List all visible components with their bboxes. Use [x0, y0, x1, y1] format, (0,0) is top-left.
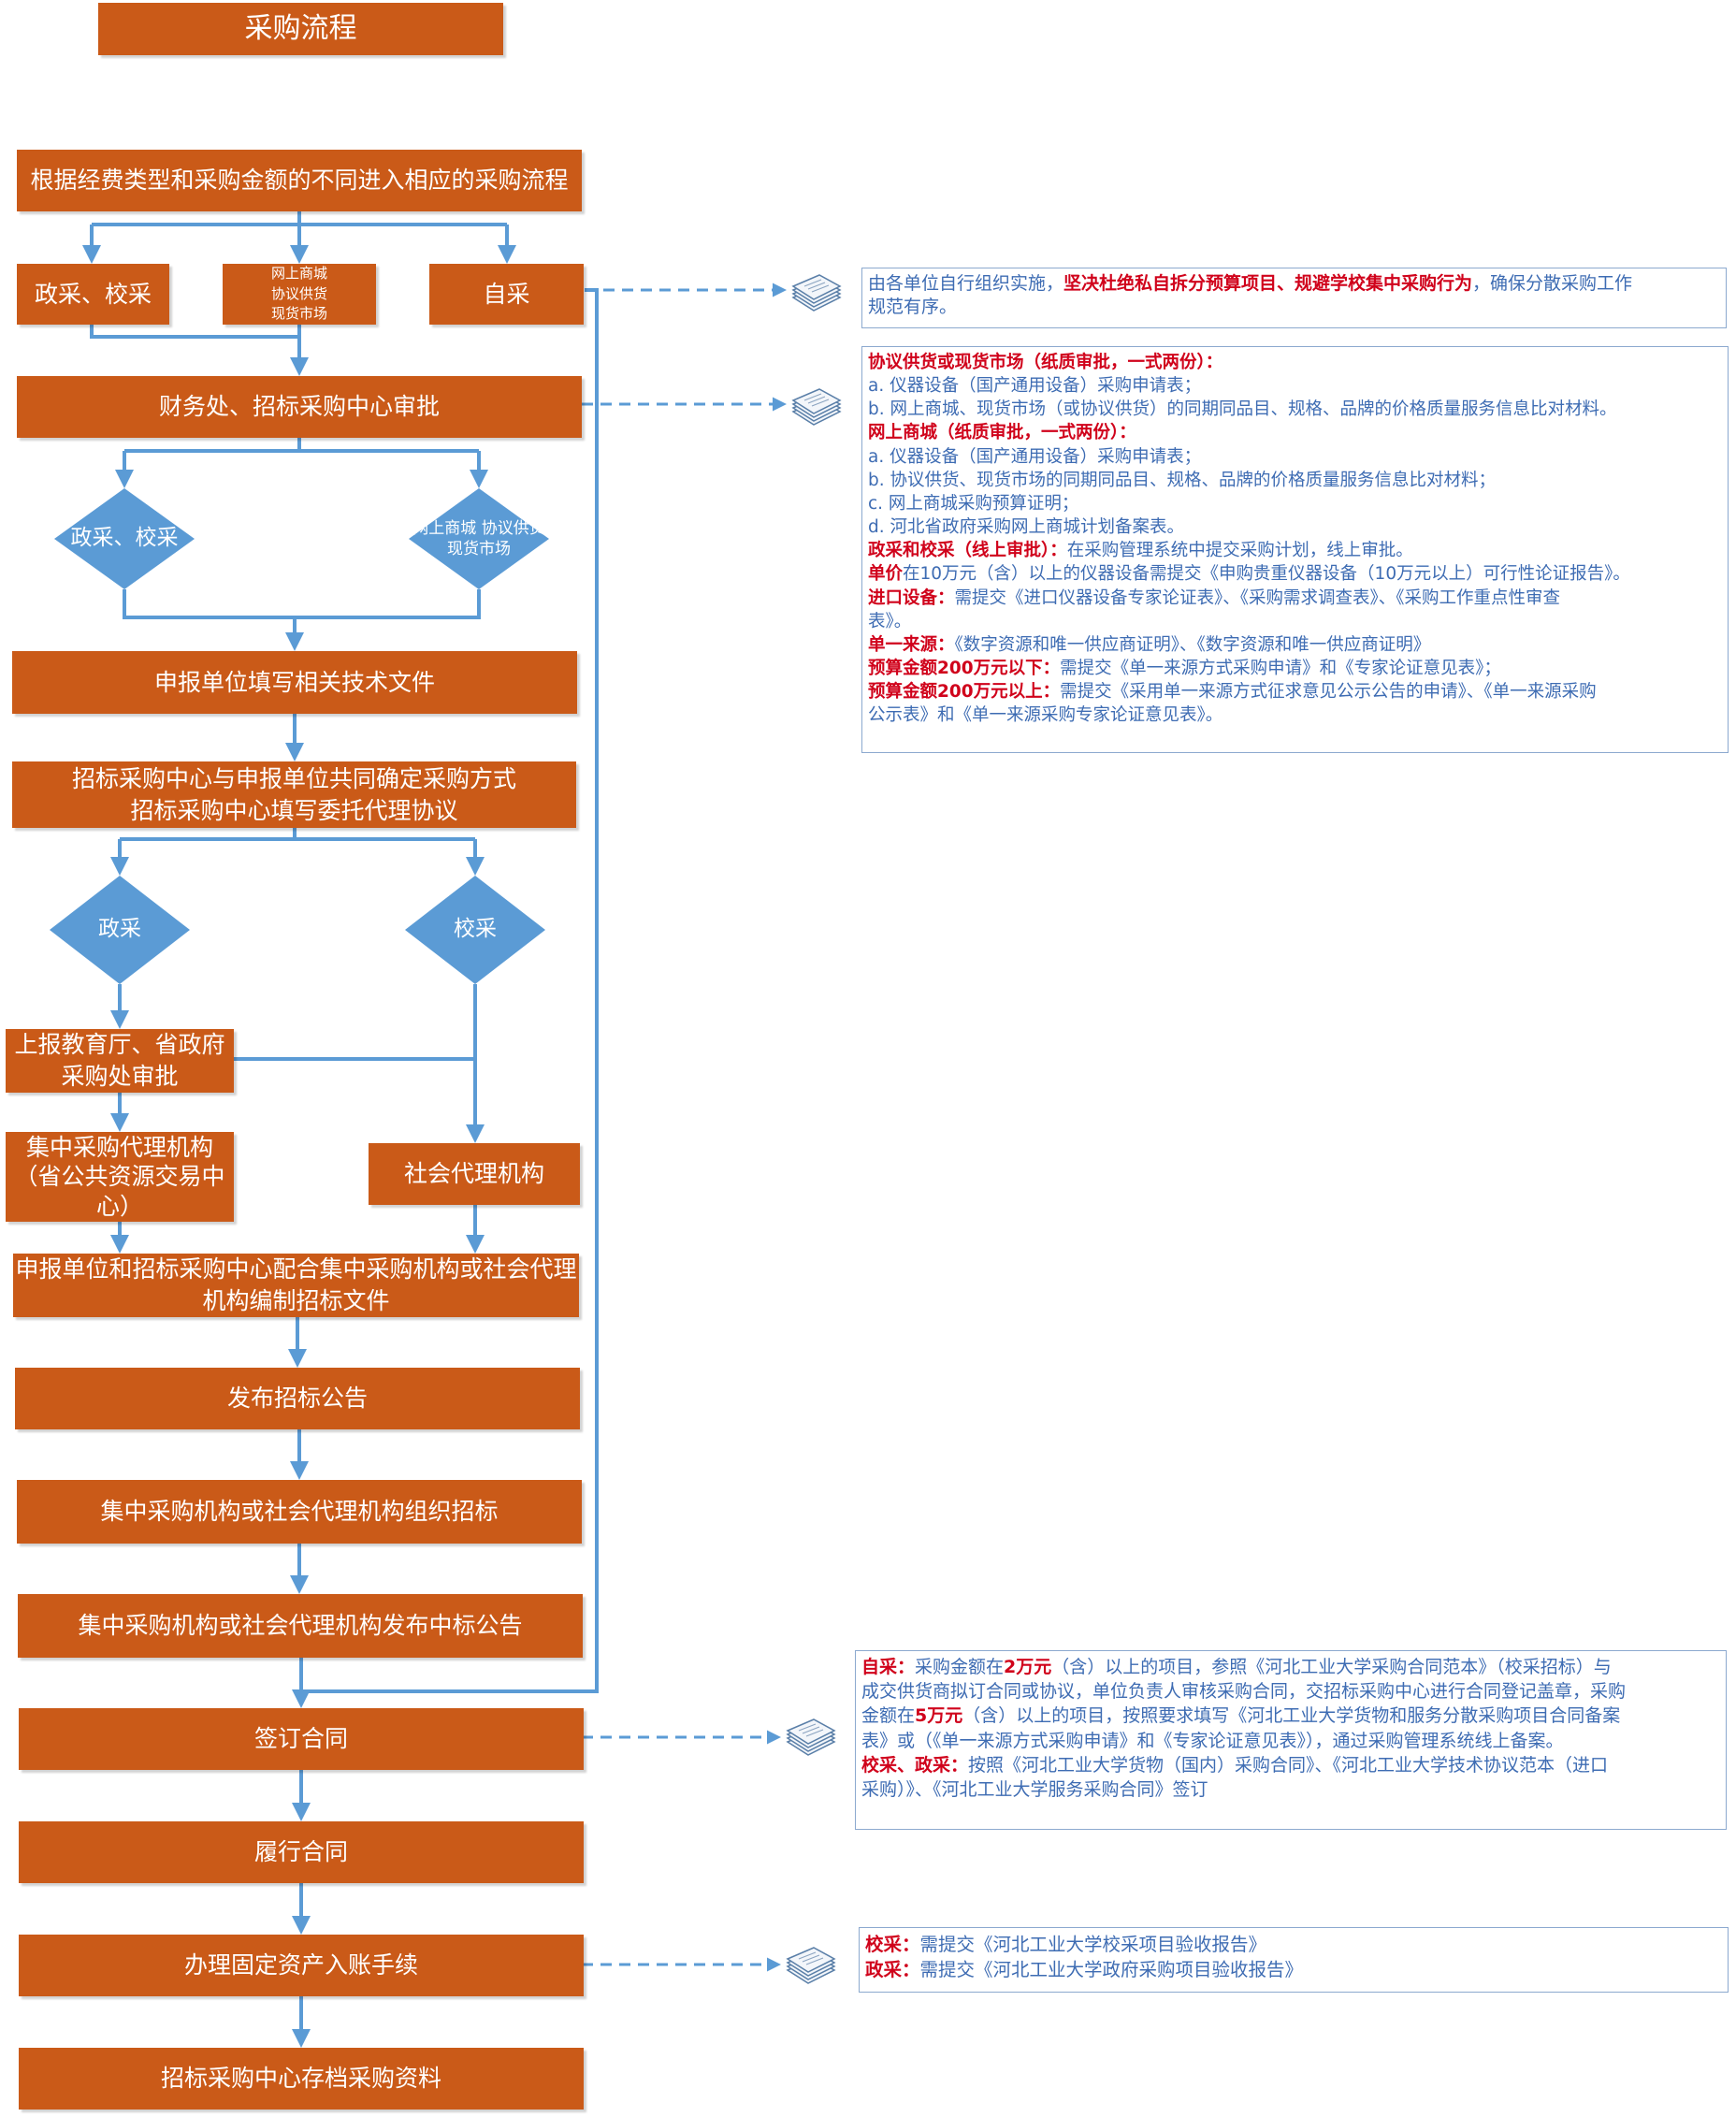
diamond-shape	[405, 876, 545, 984]
step-prepare-bid: 申报单位和招标采购中心配合集中采购机构或社会代理 机构编制招标文件	[13, 1254, 579, 1317]
diamond-shape	[54, 488, 195, 589]
note-acceptance: 校采：需提交《河北工业大学校采项目验收报告》 政采：需提交《河北工业大学政府采购…	[859, 1927, 1729, 1993]
step-start: 根据经费类型和采购金额的不同进入相应的采购流程	[17, 150, 582, 211]
diamond-shape	[50, 876, 190, 984]
decision-zhengcai-xiaocai: 政采、校采	[54, 488, 195, 589]
step-publish-bid: 发布招标公告	[15, 1368, 580, 1429]
document-stack-icon	[786, 1947, 836, 1984]
diamond-shape	[409, 488, 549, 589]
step-central-agency: 集中采购代理机构 （省公共资源交易中 心）	[6, 1132, 234, 1222]
step-publish-result: 集中采购机构或社会代理机构发布中标公告	[18, 1594, 583, 1658]
note-contract: 自采：采购金额在2万元（含）以上的项目，参照《河北工业大学采购合同范本》（校采招…	[855, 1650, 1727, 1830]
note-approval: 协议供货或现货市场（纸质审批，一式两份）： a. 仪器设备（国产通用设备）采购申…	[861, 346, 1729, 753]
step-social-agency: 社会代理机构	[369, 1143, 580, 1205]
step-tech-docs: 申报单位填写相关技术文件	[12, 651, 577, 714]
branch-zicai: 自采	[429, 264, 584, 325]
note-zicai: 由各单位自行组织实施，坚决杜绝私自拆分预算项目、规避学校集中采购行为，确保分散采…	[861, 268, 1727, 328]
step-organize-bid: 集中采购机构或社会代理机构组织招标	[17, 1480, 582, 1544]
decision-xiaocai: 校采	[405, 876, 545, 984]
step-sign-contract: 签订合同	[19, 1708, 584, 1770]
step-report-gov: 上报教育厅、省政府 采购处审批	[6, 1029, 234, 1093]
document-stack-icon	[786, 1718, 836, 1756]
branch-online-market: 网上商城 协议供货 现货市场	[223, 264, 376, 325]
step-perform-contract: 履行合同	[19, 1821, 584, 1883]
document-stack-icon	[791, 274, 842, 312]
decision-online-market: 网上商城 协议供货 现货市场	[409, 488, 549, 589]
branch-zhengcai-xiaocai: 政采、校采	[17, 264, 169, 325]
step-archive: 招标采购中心存档采购资料	[19, 2048, 584, 2110]
decision-zhengcai: 政采	[50, 876, 190, 984]
step-fixed-asset: 办理固定资产入账手续	[19, 1935, 584, 1996]
document-stack-icon	[791, 388, 842, 426]
page-title: 采购流程	[98, 3, 503, 55]
step-finance-approval: 财务处、招标采购中心审批	[17, 376, 582, 438]
step-confirm-method: 招标采购中心与申报单位共同确定采购方式 招标采购中心填写委托代理协议	[12, 761, 576, 828]
